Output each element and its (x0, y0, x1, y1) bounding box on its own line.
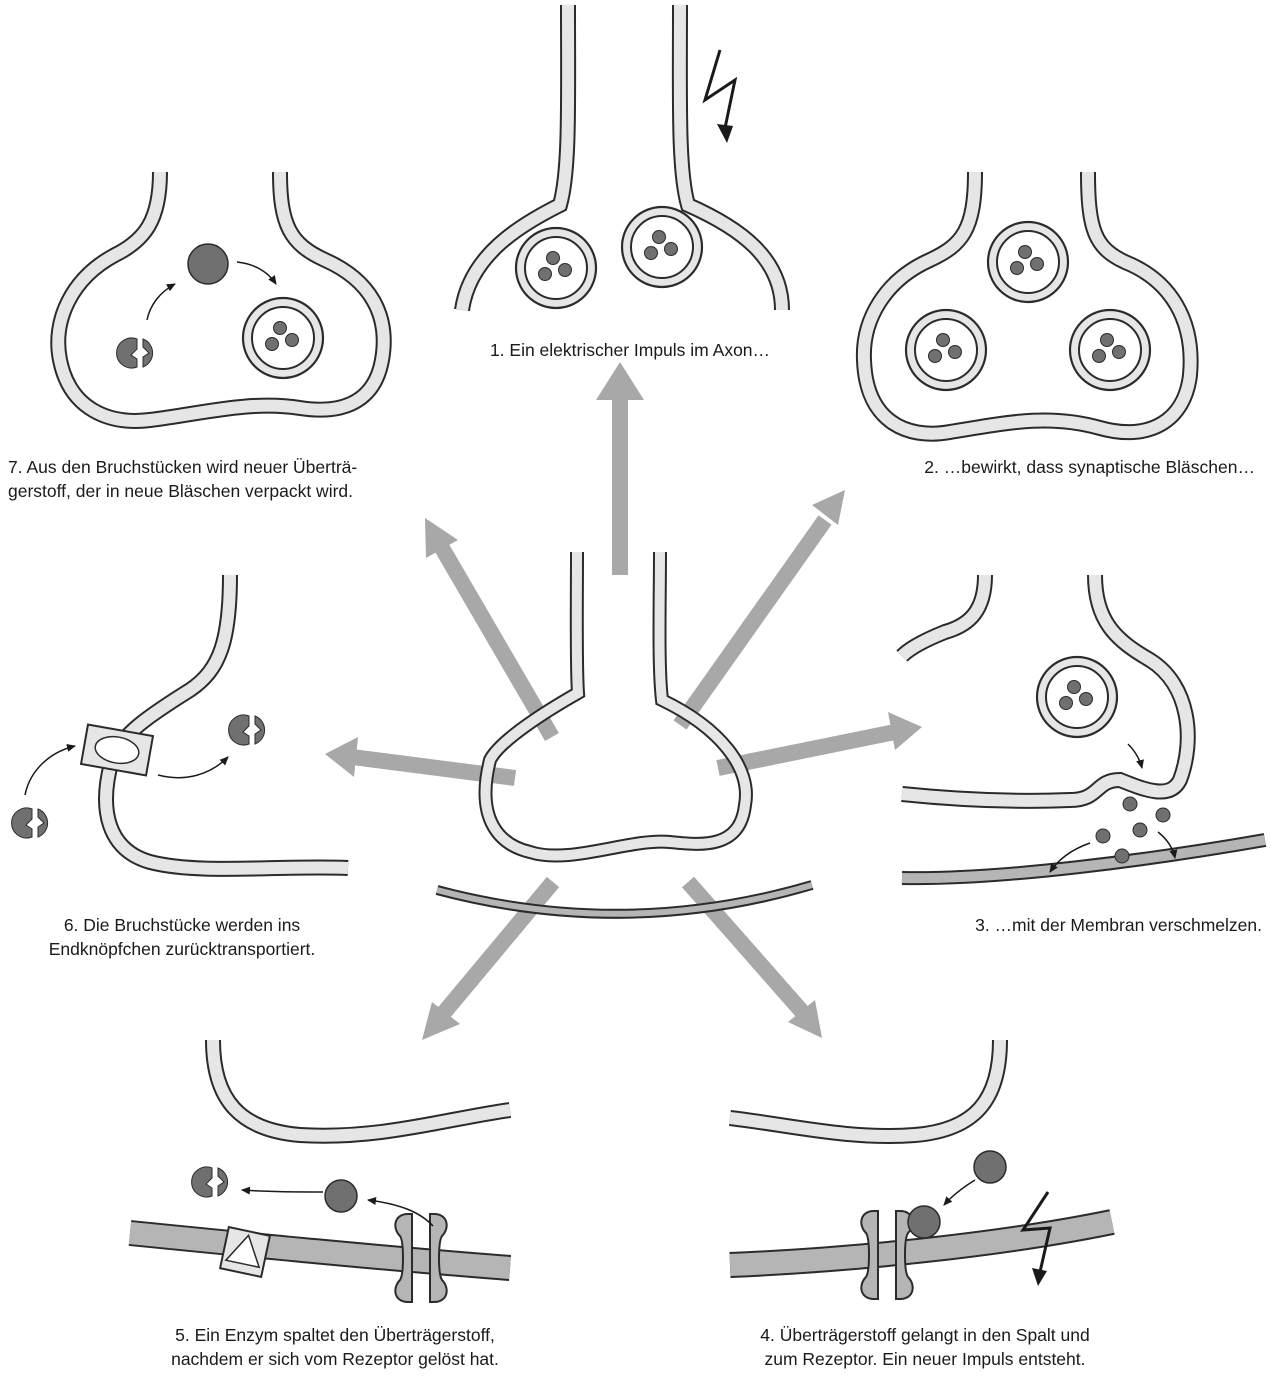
caption-line: 7. Aus den Bruchstücken wird neuer Übert… (8, 455, 488, 479)
arrow-to-step7 (425, 518, 552, 737)
transmitter-molecule-icon (974, 1151, 1006, 1183)
caption-line: gerstoff, der in neue Bläschen verpackt … (8, 479, 488, 503)
caption-line: nachdem er sich vom Rezeptor gelöst hat. (100, 1347, 570, 1371)
fragment-molecule-icon (12, 808, 48, 838)
vesicle (622, 207, 702, 287)
caption-step5: 5. Ein Enzym spaltet den Überträgerstoff… (100, 1323, 570, 1371)
step1-illustration (462, 5, 782, 310)
vesicle (516, 228, 596, 308)
lightning-bolt-icon (705, 50, 735, 143)
caption-step3: 3. …mit der Membran verschmelzen. (860, 913, 1262, 937)
enzyme-icon (220, 1227, 270, 1277)
transmitter-molecule-icon (325, 1180, 357, 1212)
fragment-molecule-icon (192, 1167, 228, 1197)
vesicle (1070, 310, 1150, 390)
transmitter-molecule-icon (188, 244, 228, 284)
fragment-molecule-icon (117, 338, 153, 368)
caption-line: 6. Die Bruchstücke werden ins (2, 913, 362, 937)
caption-line: 2. …bewirkt, dass synaptische Bläschen… (800, 455, 1255, 479)
vesicle (243, 298, 323, 378)
step2-illustration (864, 172, 1191, 434)
step3-illustration (902, 575, 1265, 878)
vesicle (1037, 657, 1117, 737)
caption-line: zum Rezeptor. Ein neuer Impuls entsteht. (690, 1347, 1160, 1371)
caption-step4: 4. Überträgerstoff gelangt in den Spalt … (690, 1323, 1160, 1371)
vesicle (988, 222, 1068, 302)
transmitter-molecule-icon (908, 1206, 940, 1238)
caption-step7: 7. Aus den Bruchstücken wird neuer Übert… (8, 455, 488, 503)
step7-illustration (58, 172, 383, 421)
caption-step6: 6. Die Bruchstücke werden ins Endknöpfch… (2, 913, 362, 961)
caption-line: 3. …mit der Membran verschmelzen. (860, 913, 1262, 937)
step4-illustration (730, 1040, 1112, 1299)
arrow-to-step1 (596, 362, 644, 575)
arrow-to-step3 (718, 712, 922, 768)
arrow-to-step2 (680, 490, 845, 725)
caption-step1: 1. Ein elektrischer Impuls im Axon… (420, 338, 840, 362)
caption-line: 1. Ein elektrischer Impuls im Axon… (420, 338, 840, 362)
step5-illustration (130, 1040, 510, 1302)
fragment-molecule-icon (229, 715, 265, 745)
step6-illustration (12, 575, 348, 869)
caption-step2: 2. …bewirkt, dass synaptische Bläschen… (800, 455, 1255, 479)
caption-line: 4. Überträgerstoff gelangt in den Spalt … (690, 1323, 1160, 1347)
caption-line: 5. Ein Enzym spaltet den Überträgerstoff… (100, 1323, 570, 1347)
caption-line: Endknöpfchen zurücktransportiert. (2, 937, 362, 961)
vesicle (906, 310, 986, 390)
